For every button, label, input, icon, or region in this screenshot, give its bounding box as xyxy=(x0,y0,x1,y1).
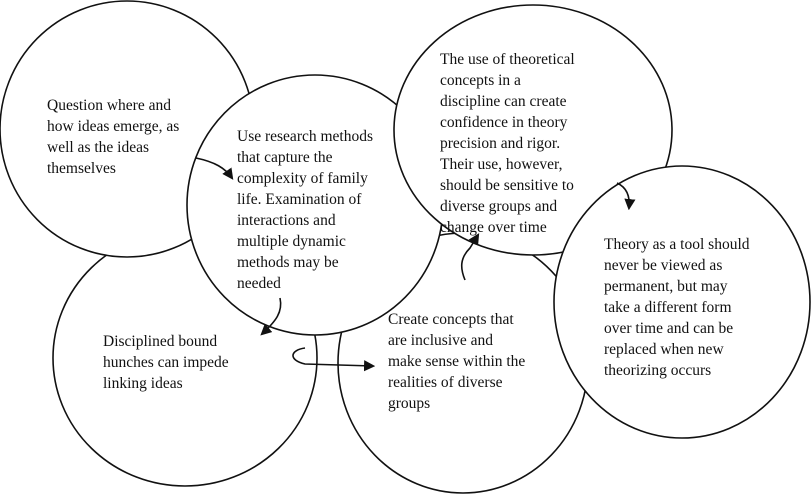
text-line: Disciplined bound xyxy=(103,333,218,350)
text-line: confidence in theory xyxy=(440,114,568,131)
text-line: take a different form xyxy=(604,299,732,316)
text-line: groups xyxy=(388,395,431,412)
text-line: life. Examination of xyxy=(237,191,362,208)
text-line: that capture the xyxy=(237,149,333,166)
text-line: Use research methods xyxy=(237,128,374,145)
arrow-theoretical-to-tool xyxy=(616,182,636,211)
text-line: methods may be xyxy=(237,254,339,271)
text-line: how ideas emerge, as xyxy=(47,118,180,135)
text-theoretical: The use of theoretical concepts in a disci… xyxy=(440,49,575,238)
circle-theoretical xyxy=(393,4,673,256)
text-line: needed xyxy=(237,275,281,292)
text-hunches: Disciplined bound hunches can impede linki… xyxy=(103,331,229,394)
text-concepts: Create concepts that are inclusive and mak… xyxy=(388,309,525,414)
text-line: The use of theoretical xyxy=(440,51,575,68)
text-line: discipline can create xyxy=(440,93,567,110)
text-line: linking ideas xyxy=(103,375,183,392)
text-line: over time and can be xyxy=(604,320,734,337)
text-line: replaced when new xyxy=(604,341,724,358)
arrow-hunches-to-concepts xyxy=(292,347,376,372)
text-line: Theory as a tool should xyxy=(604,236,750,253)
text-line: change over time xyxy=(440,219,547,236)
circle-tool xyxy=(553,165,811,439)
text-line: well as the ideas xyxy=(47,139,150,156)
text-line: realities of diverse xyxy=(388,374,503,391)
text-line: interactions and xyxy=(237,212,336,229)
text-line: Create concepts that xyxy=(388,311,514,328)
arrow-research-to-hunches xyxy=(260,297,282,336)
text-line: Question where and xyxy=(47,97,171,114)
text-line: make sense within the xyxy=(388,353,526,370)
arrow-question-to-research xyxy=(195,157,234,180)
text-line: theorizing occurs xyxy=(604,362,712,379)
text-line: hunches can impede xyxy=(103,354,229,371)
text-line: complexity of family xyxy=(237,170,368,187)
text-question: Question where and how ideas emerge, as we… xyxy=(47,95,179,179)
text-line: concepts in a xyxy=(440,72,521,89)
text-tool: Theory as a tool should never be viewed a… xyxy=(604,234,750,381)
text-line: are inclusive and xyxy=(388,332,494,349)
text-line: themselves xyxy=(47,160,116,177)
text-line: multiple dynamic xyxy=(237,233,346,250)
text-line: diverse groups and xyxy=(440,198,558,215)
text-line: precision and rigor. xyxy=(440,135,561,152)
text-line: never be viewed as xyxy=(604,257,723,274)
text-line: permanent, but may xyxy=(604,278,728,295)
text-line: should be sensitive to xyxy=(440,177,574,194)
text-line: Their use, however, xyxy=(440,156,563,173)
text-research: Use research methods that capture the comp… xyxy=(237,126,373,294)
arrow-concepts-to-theoretical xyxy=(460,233,480,281)
